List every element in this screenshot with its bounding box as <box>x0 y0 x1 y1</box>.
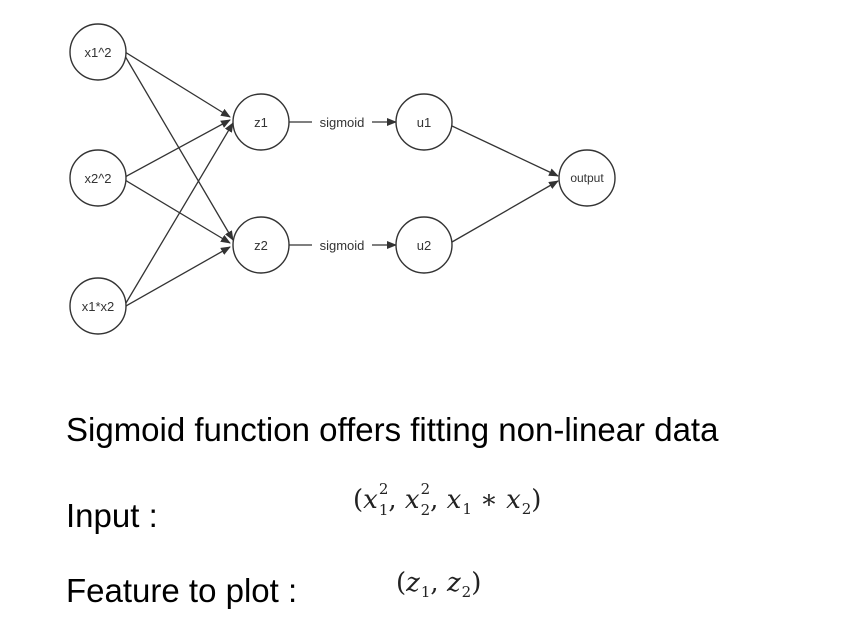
input-label: Input : <box>66 497 158 534</box>
feature-formula-open: ( <box>396 568 407 598</box>
description-text: Sigmoid function offers fitting non-line… <box>66 411 719 448</box>
input-term4-var: x <box>506 485 521 515</box>
node-label-u2: u2 <box>417 238 431 253</box>
input-comma2: , <box>430 485 447 515</box>
input-term2-sub: 2 <box>420 501 431 519</box>
node-output: output <box>558 149 616 207</box>
node-label-z2: z2 <box>254 238 268 253</box>
node-x1sq: x1^2 <box>69 23 127 81</box>
edge-x1sq-z2 <box>124 55 234 241</box>
edge-x2sq-z2 <box>124 179 231 244</box>
edge-x1sq-z1 <box>124 51 231 118</box>
node-label-z1: z1 <box>254 115 268 130</box>
input-comma1: , <box>388 485 405 515</box>
edge-x2sq-z1 <box>124 119 231 178</box>
node-label-u1: u1 <box>417 115 431 130</box>
edge-label-z2-u2: sigmoid <box>320 238 365 253</box>
edge-x1x2-z2 <box>125 246 231 307</box>
edge-u1-output <box>451 125 559 177</box>
node-label-x1sq: x1^2 <box>84 45 111 60</box>
node-z1: z1 <box>232 93 290 151</box>
input-term4-sub: 2 <box>521 500 532 518</box>
feature-term2-var: z <box>446 568 461 598</box>
input-formula-close: ) <box>531 485 542 515</box>
feature-term1-var: z <box>406 568 420 598</box>
node-label-output: output <box>570 171 604 185</box>
input-term1-var: x <box>363 485 378 515</box>
feature-formula: (z1, z2) <box>396 568 482 600</box>
input-formula-open: ( <box>353 485 364 515</box>
node-x1x2: x1*x2 <box>69 277 127 335</box>
node-u1: u1 <box>395 93 453 151</box>
feature-term1-sub: 1 <box>420 583 431 601</box>
input-term1-sup: 2 <box>378 480 389 498</box>
node-label-x1x2: x1*x2 <box>82 299 115 314</box>
input-term1-sub: 1 <box>378 501 389 519</box>
neural-network-diagram: sigmoid sigmoid x1^2 x2^2 x1*x2 z1 z2 u1… <box>69 23 616 335</box>
input-term2-var: x <box>404 485 420 515</box>
node-z2: z2 <box>232 216 290 274</box>
feature-formula-close: ) <box>471 568 482 598</box>
edge-u2-output <box>451 180 559 243</box>
feature-label: Feature to plot : <box>66 572 298 609</box>
input-term2-sup: 2 <box>420 480 431 498</box>
input-term3-var: x <box>446 485 462 515</box>
feature-term2-sub: 2 <box>461 583 472 601</box>
node-u2: u2 <box>395 216 453 274</box>
input-term3-sub: 1 <box>462 500 472 518</box>
edge-label-z1-u1: sigmoid <box>320 115 365 130</box>
node-label-x2sq: x2^2 <box>84 171 111 186</box>
feature-comma: , <box>430 568 447 598</box>
node-x2sq: x2^2 <box>69 149 127 207</box>
input-operator: ∗ <box>471 485 507 515</box>
